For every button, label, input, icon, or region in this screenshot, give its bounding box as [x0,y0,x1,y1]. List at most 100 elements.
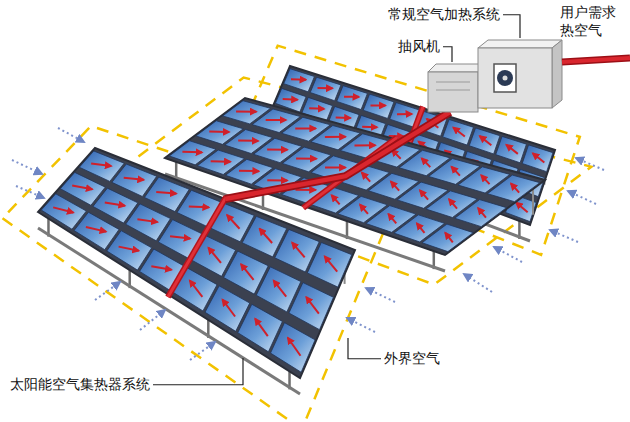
collector-frame [165,98,545,255]
fan-vent [436,90,470,91]
collector-panel [307,242,351,287]
leader-layer [153,15,520,385]
airflow-arrow [291,78,306,80]
airflow-arrow [208,248,221,263]
collector-panel [337,86,368,110]
airflow-arrow [417,223,425,233]
air-inflow-arrow [464,274,492,292]
airflow-arrow [506,145,518,154]
air-inflow-arrow [12,160,42,174]
airflow-arrow [325,167,345,169]
airflow-arrow [124,178,144,180]
airflow-arrow [344,96,359,98]
airflow-arrow [478,208,486,217]
heater-box-side [552,40,562,108]
heater-box-top [478,40,562,48]
airflow-arrow [420,190,428,199]
airflow-arrow [296,158,316,160]
airflow-arrow [370,104,385,106]
airflow-arrow [241,264,254,280]
airflow-arrow [137,219,157,222]
fan-vent [436,82,470,83]
airflow-arrow [332,195,340,204]
airflow-arrow [222,300,235,317]
airflow-arrow [227,215,240,229]
airflow-arrow [53,207,73,212]
airflow-arrow [480,136,492,145]
airflow-arrow [260,229,273,243]
airflow-arrow [267,149,287,151]
air-inflow-arrow [190,342,215,360]
airflow-arrow [336,117,351,119]
fan-box [428,72,478,112]
leader-line [503,15,520,38]
airflow-arrow [170,236,190,238]
airflow-arrow [189,205,209,208]
airflow-arrow [481,175,489,184]
part-label: 常规空气加热系统 [388,6,500,24]
airflow-arrow [156,192,176,193]
part-label: 抽风机 [398,38,440,56]
part-label: 外界空气 [384,350,440,368]
airflow-arrow [453,127,465,136]
outline-layer [3,46,592,422]
fan-box-top [428,64,486,72]
pipe-layer [225,112,450,199]
airflow-arrow [255,319,268,336]
boundary-outline [3,126,387,422]
air-inflow-arrow [95,282,120,300]
airflow-arrow [317,87,332,89]
airflow-arrow [533,153,545,162]
part-label: 太阳能空气集热器系统 [10,376,150,394]
airflow-arrow [239,170,259,172]
airflow-arrow [391,181,399,190]
collector-panel [487,175,539,202]
collector-panel [469,128,500,154]
airflow-arrow [451,167,460,176]
airflow-arrow [397,113,412,115]
airflow-arrow [306,297,319,314]
fan-window [494,64,516,92]
airflow-arrow [238,140,258,142]
collector-panel [310,77,341,101]
airflow-arrow [360,205,368,214]
airflow-arrow [362,173,370,182]
airflow-arrow [72,185,92,189]
airflow-arrow [422,158,431,167]
airflow-arrow [105,202,125,205]
airflow-arrow [292,243,305,258]
collector-panel [284,69,315,92]
airflow-arrow [86,227,106,232]
air-inflow-arrow [568,191,596,204]
air-inflow-arrow [494,247,522,262]
leader-line [348,338,381,359]
airflow-arrow [151,266,171,270]
part-label: 用户需求 热空气 [560,4,622,39]
fan-hub [503,76,508,81]
outlet-pipe [562,58,630,62]
collector-layer [38,66,555,394]
airflow-arrow [388,214,396,223]
collector-panel [496,136,527,162]
airflow-arrow [211,160,231,163]
air-arrow-layer [12,128,604,360]
airflow-arrow [283,98,298,101]
air-inflow-arrow [550,230,578,242]
collector-panel [363,94,394,118]
airflow-arrow [266,119,286,121]
airflow-arrow [295,127,316,129]
airflow-arrow [267,179,287,181]
main-pipe [225,112,450,199]
leader-line [153,358,243,385]
airflow-arrow [516,203,528,213]
outlet-pipe [562,58,630,62]
collector-panel [271,323,316,373]
collector-duct [168,197,226,297]
collector-duct [168,197,226,297]
air-inflow-arrow [140,310,165,330]
airflow-arrow [182,151,202,154]
airflow-arrow [449,199,457,208]
leader-line [443,47,452,62]
air-inflow-arrow [58,128,84,142]
heater-box [478,48,552,108]
